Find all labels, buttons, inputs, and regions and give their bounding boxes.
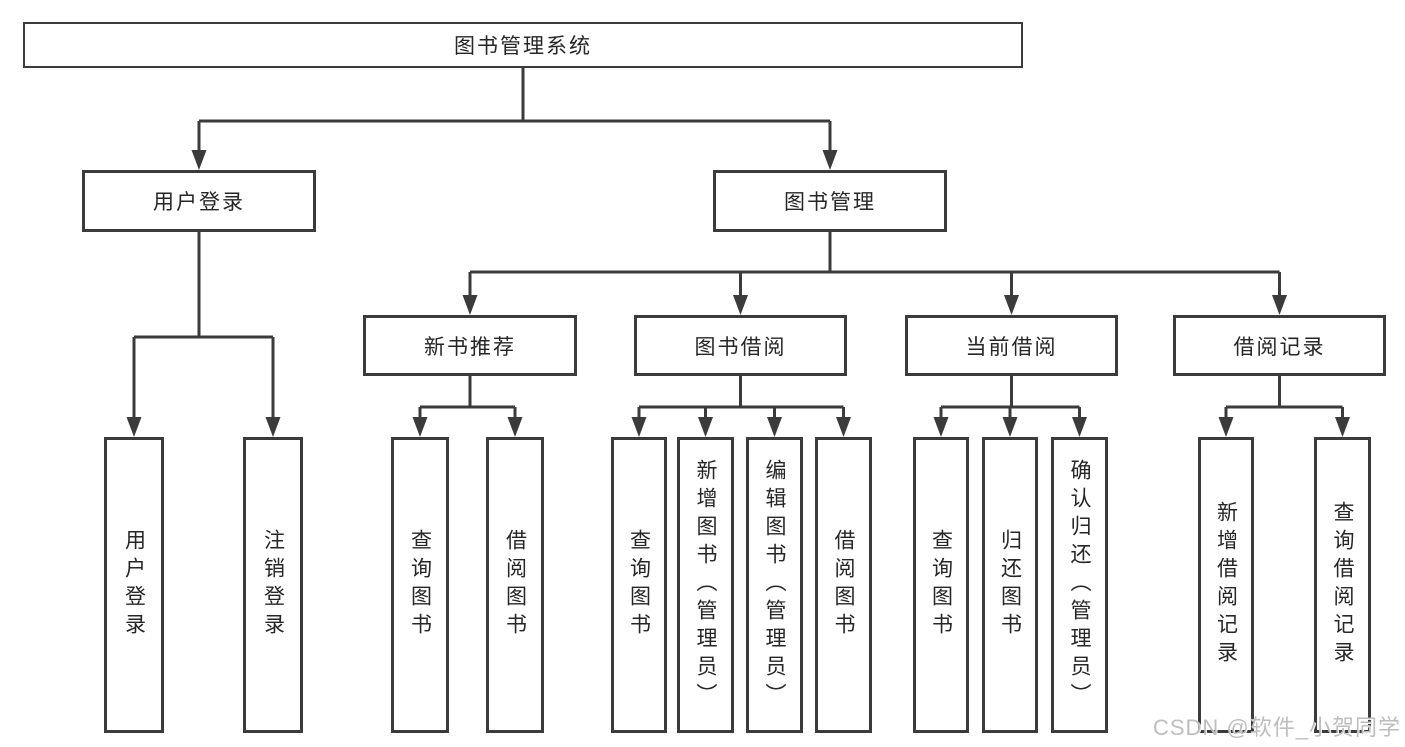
leaf-add-borrow-record: 新增借阅记录	[1198, 437, 1254, 733]
arrow-icon	[1335, 417, 1350, 437]
node-book-borrowing-label: 图书借阅	[694, 335, 787, 359]
leaf-query-books-borrowing: 查询图书	[611, 437, 667, 733]
node-borrowing-records-label: 借阅记录	[1233, 335, 1326, 359]
arrow-icon	[822, 150, 838, 170]
leaf-query-borrow-record-label: 查询借阅记录	[1331, 501, 1354, 669]
node-new-book-recommend: 新书推荐	[363, 315, 577, 376]
arrow-icon	[733, 295, 748, 315]
arrow-icon	[507, 417, 523, 437]
leaf-return-books-label: 归还图书	[998, 529, 1022, 641]
leaf-confirm-return-admin: 确认归还（管理员）	[1051, 437, 1108, 733]
node-new-book-recommend-label: 新书推荐	[424, 335, 516, 359]
arrow-icon	[836, 417, 851, 437]
leaf-query-books-current: 查询图书	[913, 437, 969, 733]
leaf-add-borrow-record-label: 新增借阅记录	[1214, 501, 1238, 669]
arrow-icon	[462, 295, 478, 315]
arrow-icon	[1218, 417, 1234, 437]
csdn-watermark: CSDN @软件_小贺同学	[1152, 715, 1401, 740]
leaf-user-login-label: 用户登录	[122, 529, 146, 641]
arrow-icon	[1002, 417, 1018, 437]
leaf-borrow-books-borrowing-label: 借阅图书	[832, 529, 855, 641]
leaf-edit-book-admin-label: 编辑图书（管理员）	[763, 459, 786, 711]
arrow-icon	[265, 417, 281, 437]
leaf-borrow-books-borrowing: 借阅图书	[815, 437, 872, 733]
leaf-borrow-books-recommend-label: 借阅图书	[503, 529, 527, 641]
leaf-logout: 注销登录	[243, 437, 303, 733]
leaf-query-books-recommend-label: 查询图书	[408, 529, 432, 641]
arrow-icon	[126, 417, 142, 437]
node-user-login-label: 用户登录	[153, 191, 245, 214]
node-user-login: 用户登录	[82, 170, 316, 232]
leaf-return-books: 归还图书	[982, 437, 1038, 733]
arrow-icon	[191, 150, 207, 170]
leaf-add-book-admin-label: 新增图书（管理员）	[694, 459, 717, 711]
arrow-icon	[1072, 417, 1087, 437]
node-book-management: 图书管理	[713, 170, 947, 232]
leaf-query-books-current-label: 查询图书	[929, 529, 953, 641]
arrow-icon	[412, 417, 428, 437]
arrow-icon	[1004, 295, 1019, 315]
leaf-add-book-admin: 新增图书（管理员）	[677, 437, 734, 733]
node-book-management-label: 图书管理	[784, 191, 876, 214]
leaf-query-books-borrowing-label: 查询图书	[627, 529, 651, 641]
arrow-icon	[698, 417, 713, 437]
node-current-borrowing: 当前借阅	[905, 315, 1118, 376]
node-book-borrowing: 图书借阅	[634, 315, 847, 376]
node-library-system-label: 图书管理系统	[454, 35, 592, 58]
arrow-icon	[933, 417, 949, 437]
leaf-logout-label: 注销登录	[261, 529, 285, 641]
node-current-borrowing-label: 当前借阅	[965, 335, 1058, 359]
leaf-borrow-books-recommend: 借阅图书	[486, 437, 544, 733]
leaf-user-login: 用户登录	[104, 437, 164, 733]
leaf-query-books-recommend: 查询图书	[391, 437, 449, 733]
arrow-icon	[1272, 295, 1287, 315]
arrow-icon	[631, 417, 647, 437]
node-borrowing-records: 借阅记录	[1173, 315, 1386, 376]
arrow-icon	[767, 417, 782, 437]
node-library-system: 图书管理系统	[23, 22, 1023, 68]
leaf-confirm-return-admin-label: 确认归还（管理员）	[1068, 459, 1091, 711]
leaf-edit-book-admin: 编辑图书（管理员）	[746, 437, 803, 733]
leaf-query-borrow-record: 查询借阅记录	[1314, 437, 1371, 733]
